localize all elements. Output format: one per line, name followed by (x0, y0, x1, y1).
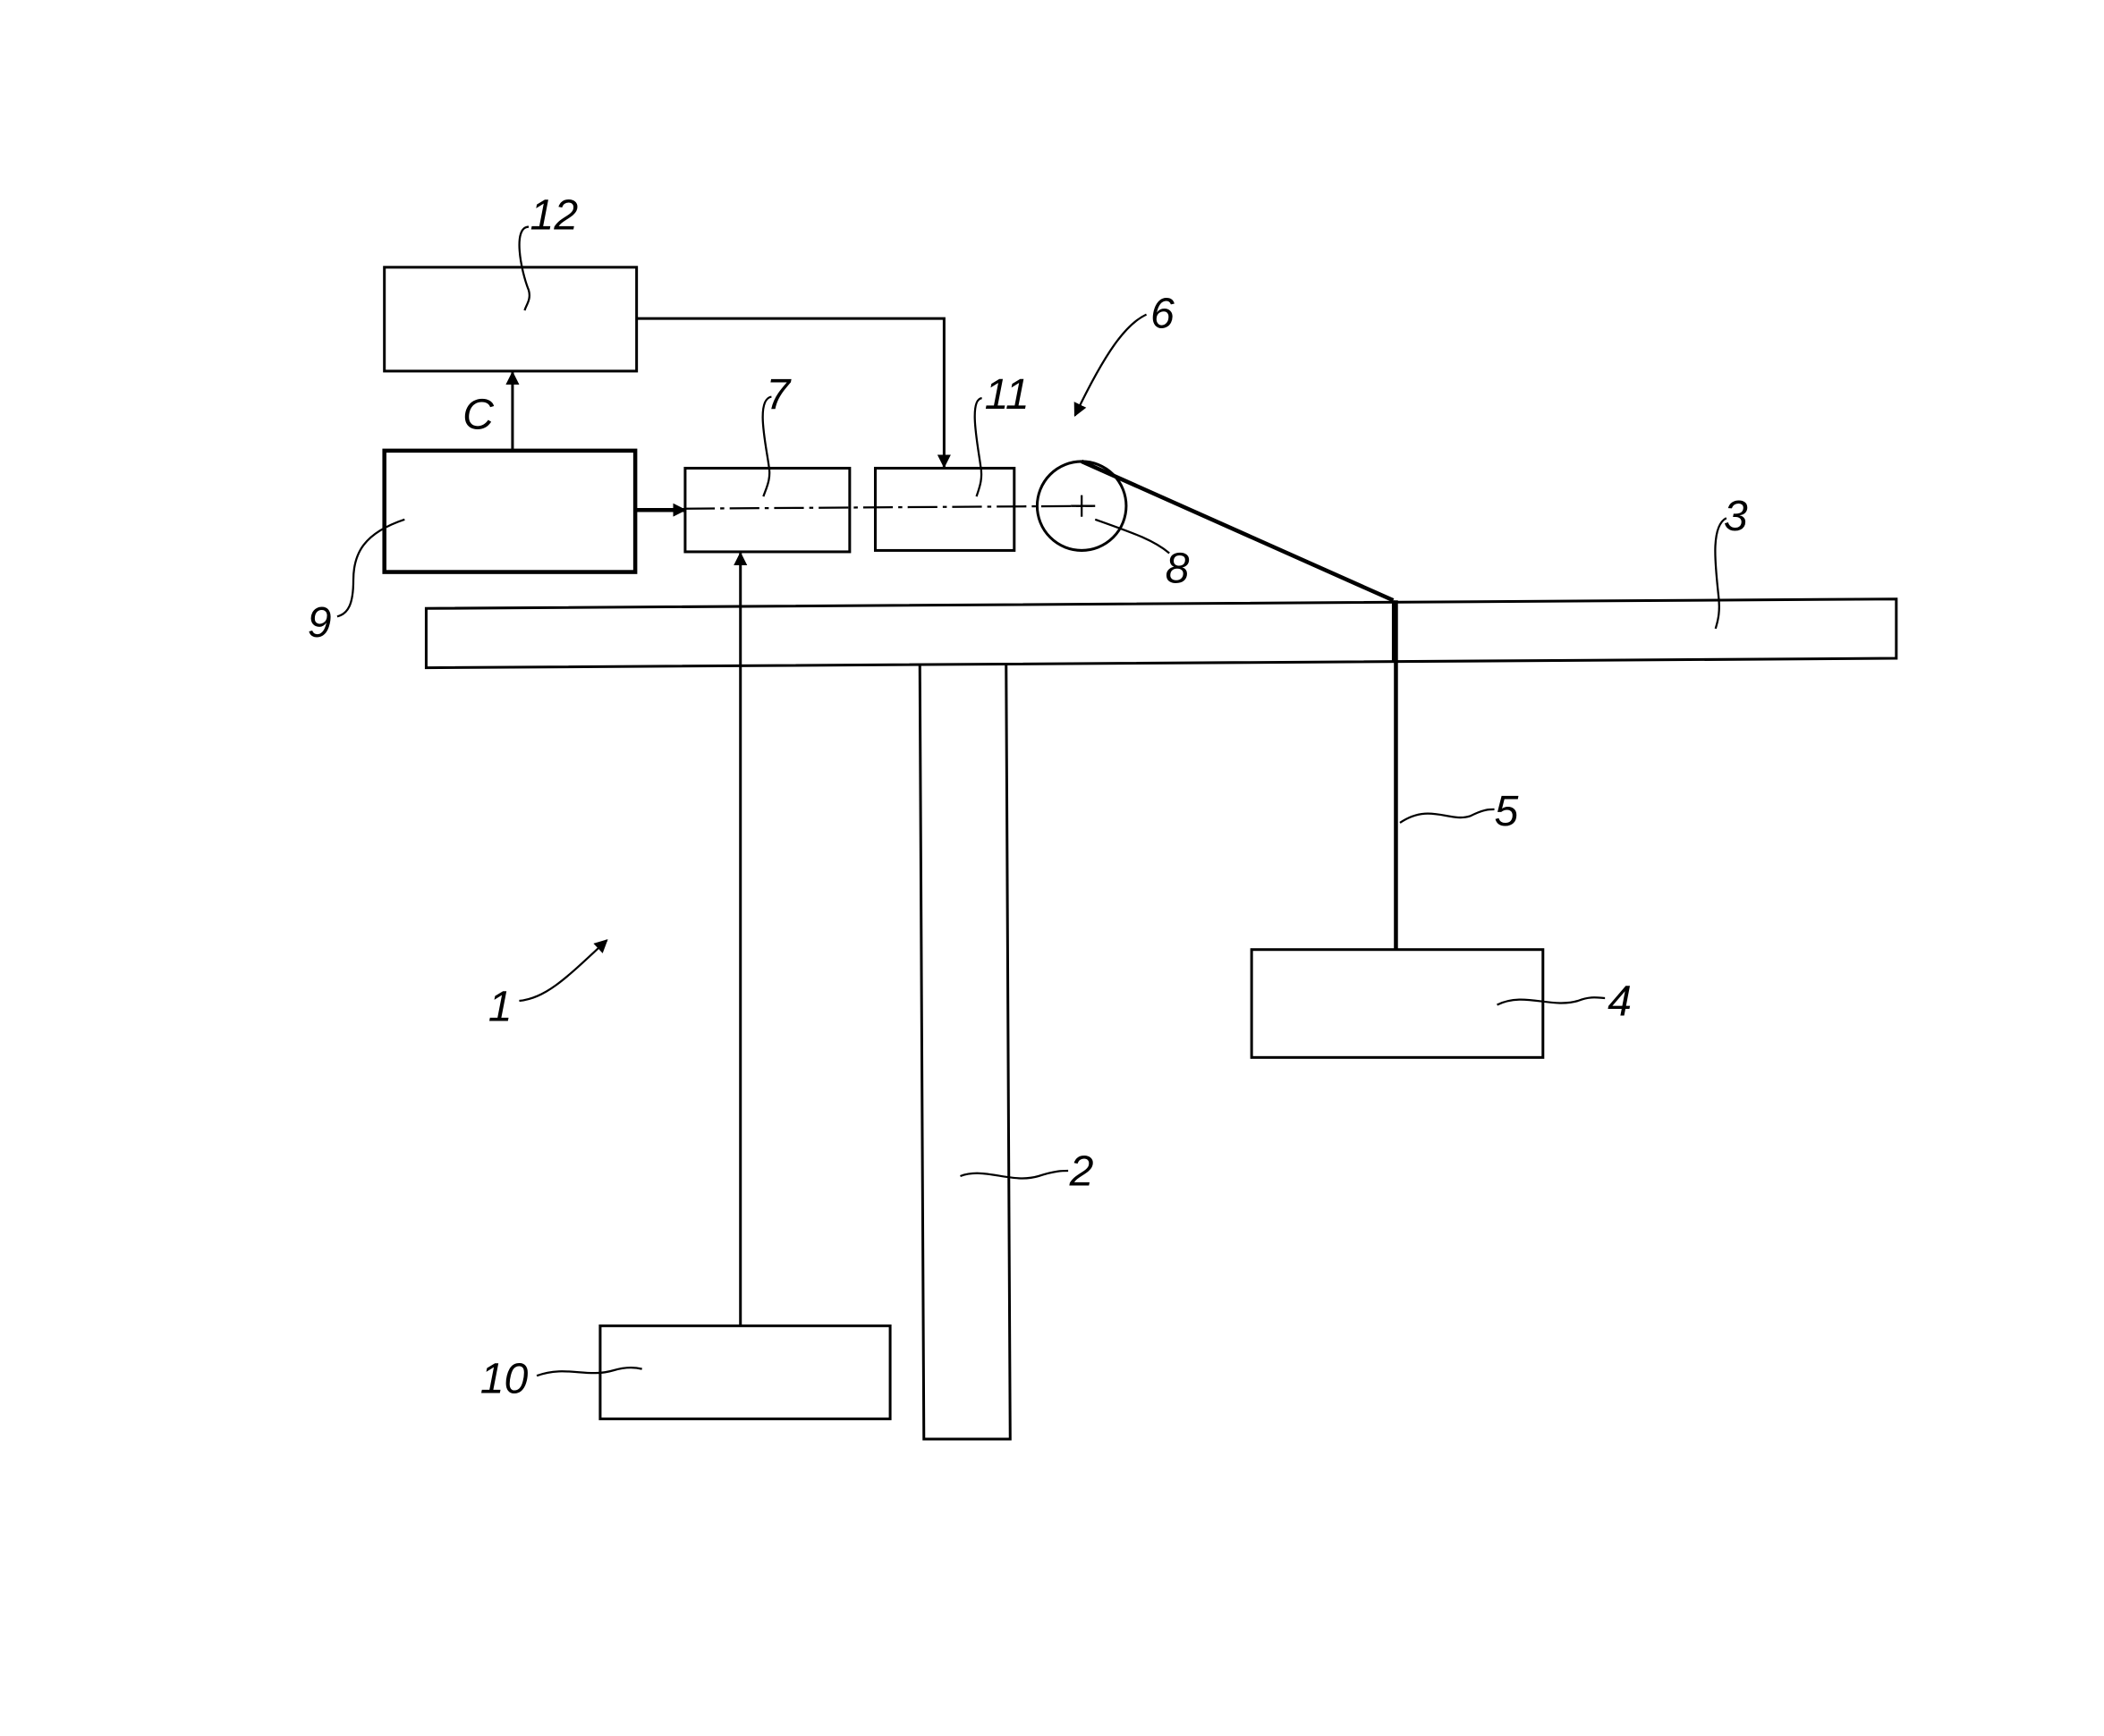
axis-line (684, 504, 1096, 510)
arrow-1 (519, 939, 608, 1003)
label-4: 4 (1608, 978, 1632, 1026)
leader-10 (536, 1366, 642, 1377)
label-12: 12 (530, 191, 579, 240)
leader-9 (336, 518, 405, 618)
box-12 (383, 266, 639, 373)
leader-12 (518, 225, 530, 311)
label-10: 10 (480, 1355, 529, 1403)
label-7: 7 (766, 370, 792, 419)
label-9: 9 (308, 598, 332, 647)
label-8: 8 (1166, 545, 1190, 593)
box-9 (382, 448, 638, 574)
pulley-center-cross (1071, 495, 1093, 517)
label-3: 3 (1724, 492, 1748, 540)
label-1: 1 (488, 983, 513, 1031)
leader-7 (761, 395, 772, 497)
leader-2 (960, 1169, 1069, 1180)
box-11 (873, 466, 1016, 552)
arrow-6 (1073, 313, 1148, 418)
leader-5 (1399, 808, 1495, 824)
leader-11 (973, 396, 983, 497)
leader-3 (1714, 517, 1727, 630)
label-c: C (462, 391, 495, 439)
box-10 (598, 1324, 892, 1420)
label-6: 6 (1150, 290, 1175, 338)
box-4 (1250, 948, 1545, 1059)
cable-slant (1081, 459, 1395, 603)
label-11: 11 (985, 370, 1030, 419)
leader-8 (1094, 518, 1170, 555)
connector-12-to-11 (636, 317, 951, 469)
label-5: 5 (1495, 787, 1519, 835)
label-2: 2 (1069, 1147, 1094, 1196)
beam-3 (424, 597, 1898, 670)
box-7 (683, 466, 852, 554)
column-2 (918, 665, 1012, 1441)
leader-4 (1497, 996, 1606, 1006)
